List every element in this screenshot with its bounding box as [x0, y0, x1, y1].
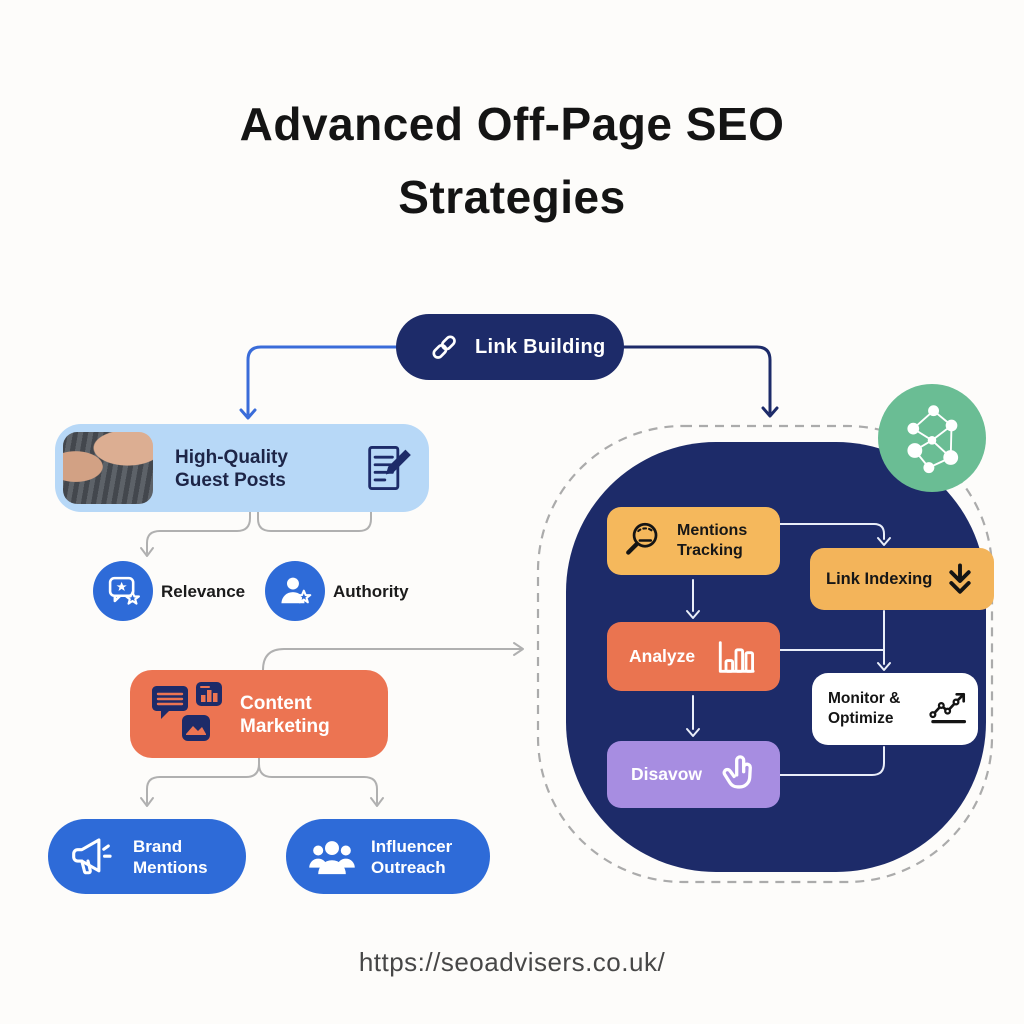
arrow-linkbuilding-to-process	[622, 345, 779, 418]
mentions-tracking-label: Mentions Tracking	[677, 522, 748, 559]
chat-lines-icon	[152, 686, 192, 724]
user-star-icon	[276, 572, 314, 610]
link-indexing-label: Link Indexing	[826, 569, 933, 588]
monitor-optimize-node: Monitor & Optimize	[812, 673, 978, 745]
megaphone-icon	[68, 832, 120, 882]
disavow-node: Disavow	[607, 741, 780, 808]
bar-chart-tile-icon	[196, 680, 224, 708]
brand-mentions-label: Brand Mentions	[133, 836, 208, 877]
mentions-tracking-node: Mentions Tracking	[607, 507, 780, 575]
guest-posts-label: High-Quality Guest Posts	[175, 447, 288, 491]
influencer-outreach-node: Influencer Outreach	[286, 819, 490, 894]
analyze-label: Analyze	[629, 646, 696, 666]
hand-pointer-icon	[718, 751, 762, 799]
analyze-node: Analyze	[607, 622, 780, 691]
arrow-linkbuilding-to-guestposts	[239, 345, 398, 420]
influencer-outreach-label: Influencer Outreach	[371, 836, 453, 877]
document-pencil-icon	[361, 437, 413, 499]
relevance-label: Relevance	[161, 582, 246, 601]
content-marketing-node: Content Marketing	[130, 670, 388, 758]
people-group-icon	[306, 835, 358, 879]
content-marketing-label: Content Marketing	[240, 693, 330, 737]
magnifier-icon	[621, 518, 667, 564]
footer-url: https://seoadvisers.co.uk/	[358, 947, 666, 977]
network-graph-icon	[878, 384, 986, 492]
chain-link-icon	[428, 331, 460, 363]
link-indexing-node: Link Indexing	[810, 548, 994, 610]
authority-label: Authority	[333, 582, 409, 601]
authority-node	[265, 561, 325, 621]
disavow-label: Disavow	[631, 764, 702, 784]
hands-typing-photo	[63, 432, 153, 504]
guest-posts-node: High-Quality Guest Posts	[55, 424, 429, 512]
image-tile-icon	[182, 715, 212, 743]
link-building-label: Link Building	[475, 335, 606, 358]
monitor-optimize-label: Monitor & Optimize	[828, 690, 901, 727]
brand-mentions-node: Brand Mentions	[48, 819, 246, 894]
page-title: Advanced Off-Page SEO Strategies	[239, 98, 785, 223]
line-chart-icon	[928, 689, 970, 729]
link-building-node: Link Building	[396, 314, 624, 380]
bar-chart-icon	[713, 637, 759, 677]
double-down-arrow-icon	[942, 561, 978, 597]
gray-connectors	[140, 511, 524, 807]
review-bubble-star-icon	[104, 572, 142, 610]
relevance-node	[93, 561, 153, 621]
